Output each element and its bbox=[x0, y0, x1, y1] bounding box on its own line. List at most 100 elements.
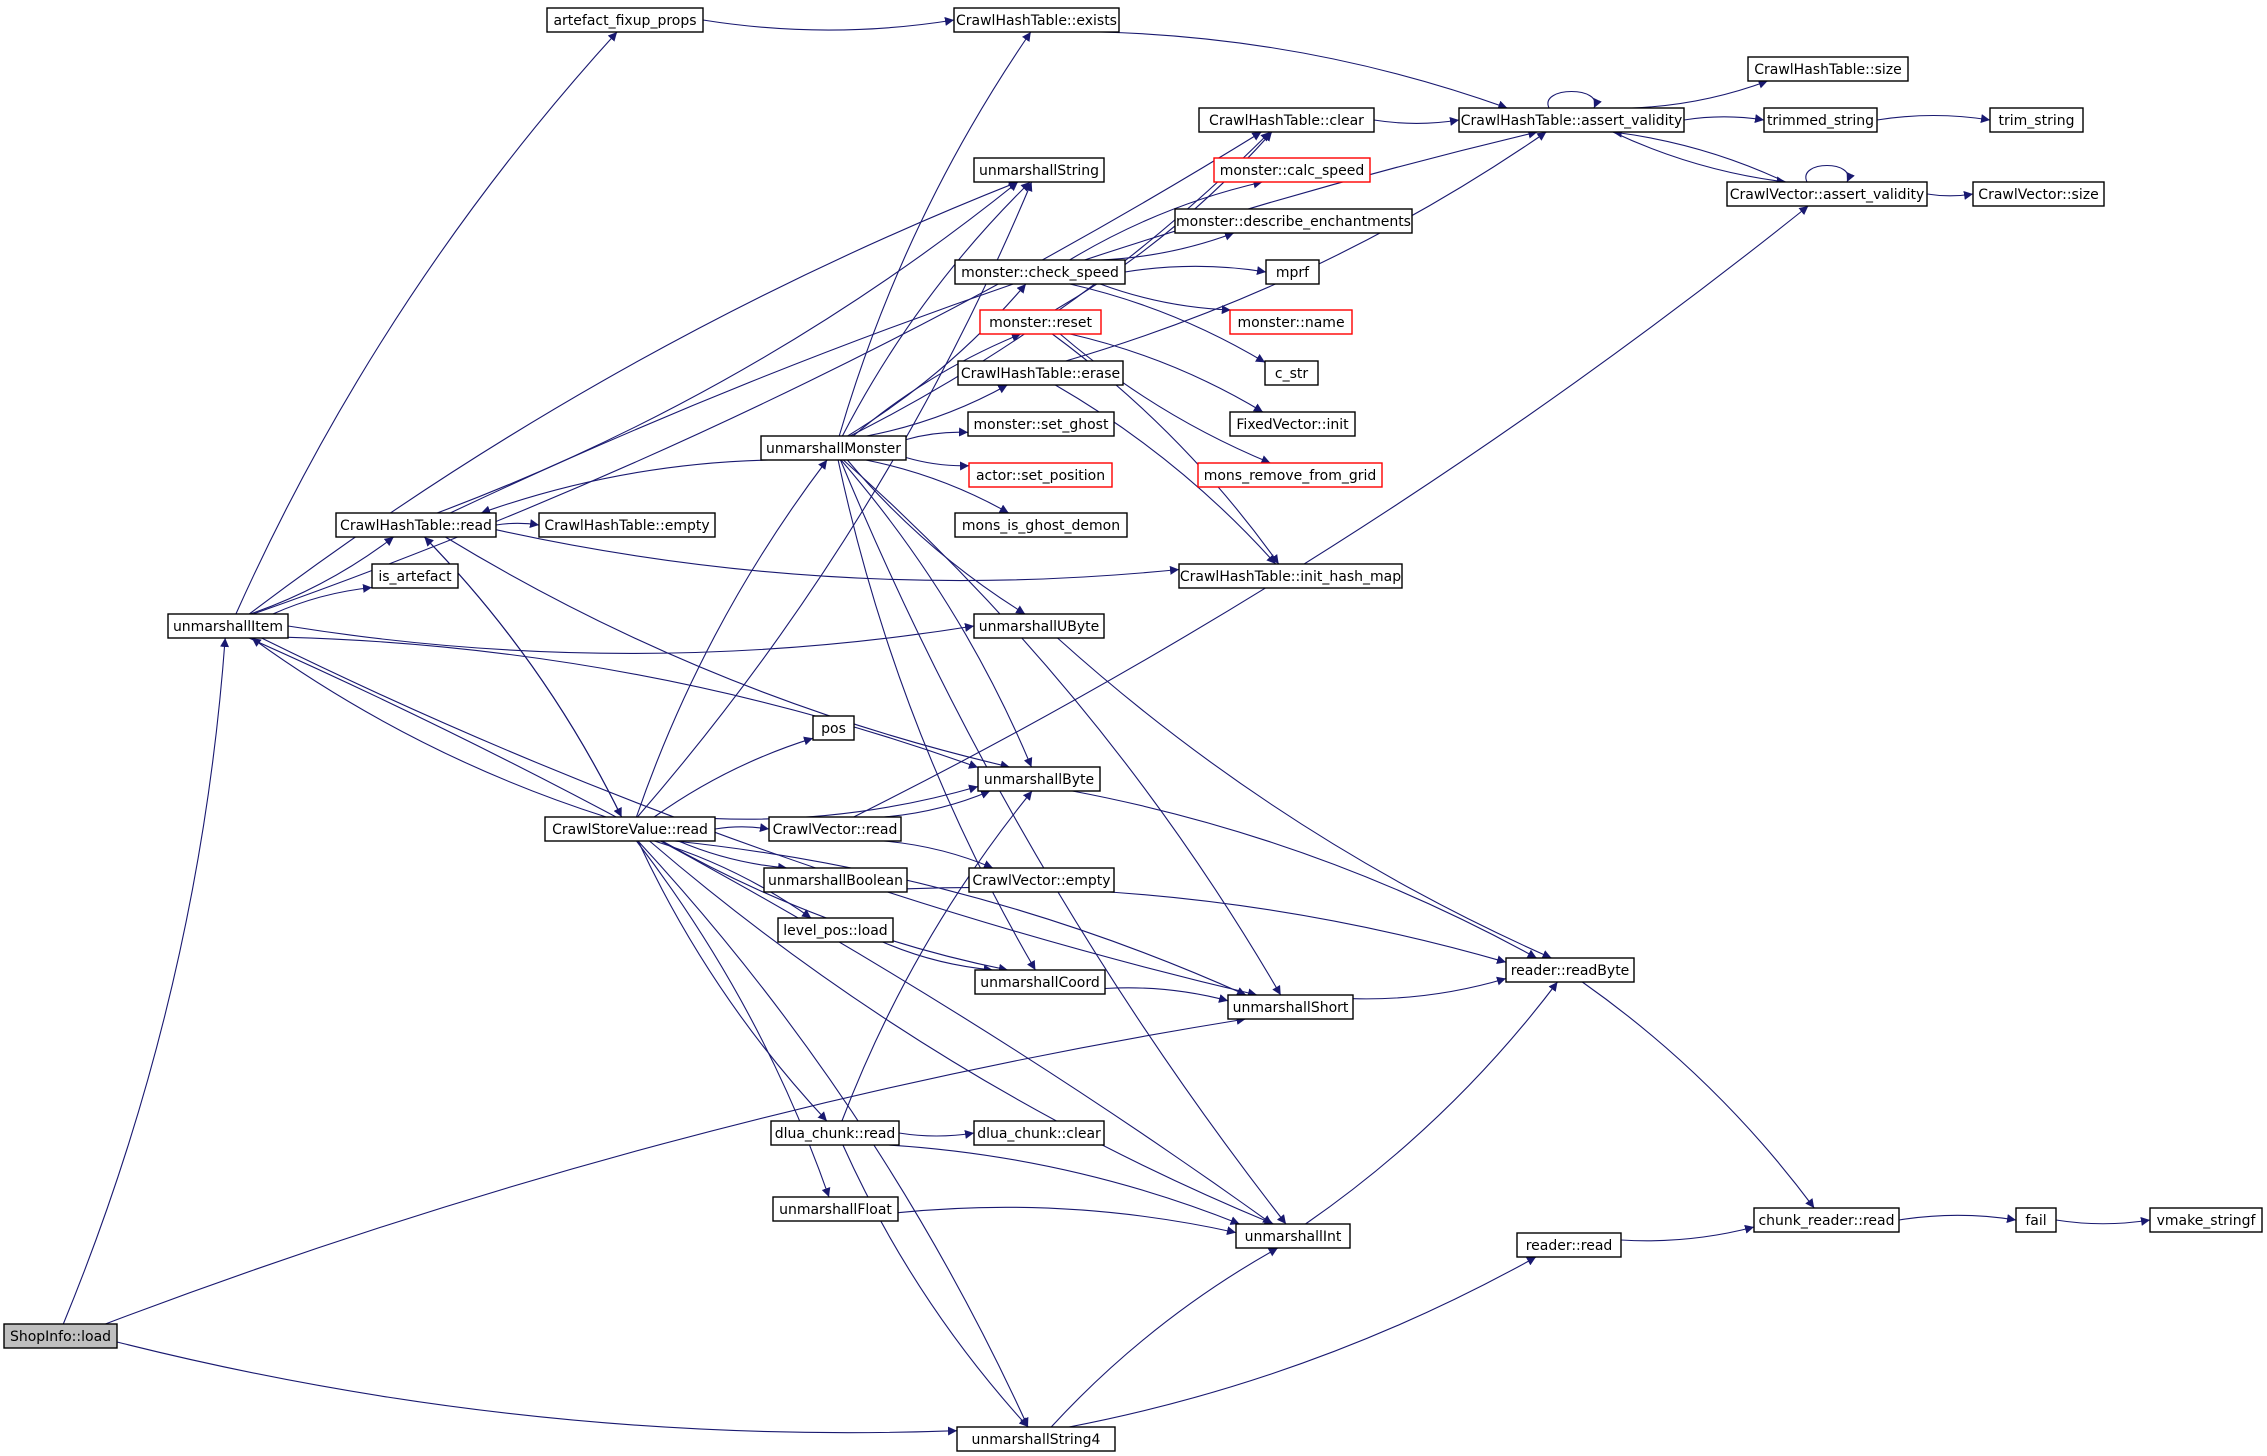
node-box[interactable] bbox=[977, 766, 1101, 792]
node-chunk-reader-read[interactable]: chunk_reader::read bbox=[1753, 1207, 1900, 1233]
node-box[interactable] bbox=[973, 613, 1105, 639]
node-box[interactable] bbox=[967, 411, 1115, 437]
node-box[interactable] bbox=[953, 7, 1120, 33]
node-artefact-fixup-props[interactable]: artefact_fixup_props bbox=[546, 7, 704, 33]
node-box[interactable] bbox=[544, 816, 716, 842]
node-unmarshallString4[interactable]: unmarshallString4 bbox=[956, 1426, 1116, 1452]
node-unmarshallFloat[interactable]: unmarshallFloat bbox=[772, 1196, 899, 1222]
node-dlua-chunk-clear[interactable]: dlua_chunk::clear bbox=[973, 1120, 1105, 1146]
node-unmarshallMonster[interactable]: unmarshallMonster bbox=[760, 435, 907, 461]
node-monster-describe-enchantments[interactable]: monster::describe_enchantments bbox=[1174, 208, 1413, 234]
node-monster-reset[interactable]: monster::reset bbox=[979, 309, 1102, 335]
node-unmarshallItem[interactable]: unmarshallItem bbox=[167, 613, 289, 639]
node-mons-is-ghost-demon[interactable]: mons_is_ghost_demon bbox=[954, 512, 1128, 538]
node-mprf[interactable]: mprf bbox=[1265, 259, 1320, 285]
node-monster-calc-speed[interactable]: monster::calc_speed bbox=[1213, 157, 1371, 183]
node-level-pos-load[interactable]: level_pos::load bbox=[777, 917, 894, 943]
node-box[interactable] bbox=[954, 512, 1128, 538]
node-box[interactable] bbox=[1505, 957, 1635, 983]
node-box[interactable] bbox=[167, 613, 289, 639]
node-box[interactable] bbox=[812, 715, 855, 741]
node-box[interactable] bbox=[538, 512, 716, 538]
node-csv-read[interactable]: CrawlStoreValue::read bbox=[544, 816, 716, 842]
node-box[interactable] bbox=[968, 867, 1115, 893]
node-reader-readByte[interactable]: reader::readByte bbox=[1505, 957, 1635, 983]
node-box[interactable] bbox=[1265, 259, 1320, 285]
node-box[interactable] bbox=[1178, 563, 1403, 589]
node-is-artefact[interactable]: is_artefact bbox=[371, 563, 459, 589]
node-box[interactable] bbox=[777, 917, 894, 943]
node-box[interactable] bbox=[335, 512, 497, 538]
node-cv-assert-validity[interactable]: CrawlVector::assert_validity bbox=[1726, 181, 1928, 207]
node-cv-read[interactable]: CrawlVector::read bbox=[768, 816, 902, 842]
node-box[interactable] bbox=[1753, 1207, 1900, 1233]
node-box[interactable] bbox=[1213, 157, 1371, 183]
node-box[interactable] bbox=[3, 1323, 118, 1349]
node-box[interactable] bbox=[979, 309, 1102, 335]
node-box[interactable] bbox=[1198, 107, 1375, 133]
node-cv-empty[interactable]: CrawlVector::empty bbox=[968, 867, 1115, 893]
node-cht-exists[interactable]: CrawlHashTable::exists bbox=[953, 7, 1120, 33]
node-box[interactable] bbox=[968, 462, 1113, 488]
node-fixedvector-init[interactable]: FixedVector::init bbox=[1229, 411, 1356, 437]
node-cht-assert-validity[interactable]: CrawlHashTable::assert_validity bbox=[1458, 107, 1685, 133]
node-box[interactable] bbox=[1989, 107, 2084, 133]
node-unmarshallBoolean[interactable]: unmarshallBoolean bbox=[763, 867, 908, 893]
node-unmarshallUByte[interactable]: unmarshallUByte bbox=[973, 613, 1105, 639]
node-shopinfo-load[interactable]: ShopInfo::load bbox=[3, 1323, 118, 1349]
node-unmarshallShort[interactable]: unmarshallShort bbox=[1227, 994, 1354, 1020]
node-box[interactable] bbox=[2015, 1207, 2057, 1233]
node-trimmed-string[interactable]: trimmed_string bbox=[1763, 107, 1878, 133]
node-box[interactable] bbox=[1747, 56, 1909, 82]
node-dlua-chunk-read[interactable]: dlua_chunk::read bbox=[770, 1120, 900, 1146]
node-box[interactable] bbox=[768, 816, 902, 842]
node-box[interactable] bbox=[1458, 107, 1685, 133]
node-box[interactable] bbox=[760, 435, 907, 461]
node-c-str[interactable]: c_str bbox=[1264, 360, 1319, 386]
node-box[interactable] bbox=[546, 7, 704, 33]
node-box[interactable] bbox=[1174, 208, 1413, 234]
node-cht-init-hash-map[interactable]: CrawlHashTable::init_hash_map bbox=[1178, 563, 1403, 589]
node-box[interactable] bbox=[1229, 411, 1356, 437]
node-box[interactable] bbox=[974, 969, 1106, 995]
node-mons-remove-from-grid[interactable]: mons_remove_from_grid bbox=[1197, 462, 1383, 488]
node-unmarshallByte[interactable]: unmarshallByte bbox=[977, 766, 1101, 792]
node-box[interactable] bbox=[1763, 107, 1878, 133]
node-unmarshallInt[interactable]: unmarshallInt bbox=[1235, 1223, 1351, 1249]
node-monster-set-ghost[interactable]: monster::set_ghost bbox=[967, 411, 1115, 437]
node-cv-size[interactable]: CrawlVector::size bbox=[1972, 181, 2105, 207]
node-pos[interactable]: pos bbox=[812, 715, 855, 741]
node-box[interactable] bbox=[2149, 1207, 2263, 1233]
node-cht-read[interactable]: CrawlHashTable::read bbox=[335, 512, 497, 538]
node-box[interactable] bbox=[973, 1120, 1105, 1146]
node-unmarshallString[interactable]: unmarshallString bbox=[973, 157, 1105, 183]
node-cht-erase[interactable]: CrawlHashTable::erase bbox=[957, 360, 1124, 386]
node-box[interactable] bbox=[763, 867, 908, 893]
node-box[interactable] bbox=[954, 259, 1126, 285]
node-box[interactable] bbox=[957, 360, 1124, 386]
node-box[interactable] bbox=[1235, 1223, 1351, 1249]
node-trim-string[interactable]: trim_string bbox=[1989, 107, 2084, 133]
node-box[interactable] bbox=[1197, 462, 1383, 488]
node-box[interactable] bbox=[1229, 309, 1353, 335]
node-box[interactable] bbox=[1264, 360, 1319, 386]
node-monster-check-speed[interactable]: monster::check_speed bbox=[954, 259, 1126, 285]
node-cht-clear[interactable]: CrawlHashTable::clear bbox=[1198, 107, 1375, 133]
node-box[interactable] bbox=[1516, 1232, 1622, 1258]
node-box[interactable] bbox=[770, 1120, 900, 1146]
node-vmake-stringf[interactable]: vmake_stringf bbox=[2149, 1207, 2263, 1233]
node-actor-set-position[interactable]: actor::set_position bbox=[968, 462, 1113, 488]
node-monster-name[interactable]: monster::name bbox=[1229, 309, 1353, 335]
node-reader-read[interactable]: reader::read bbox=[1516, 1232, 1622, 1258]
node-box[interactable] bbox=[371, 563, 459, 589]
node-box[interactable] bbox=[1227, 994, 1354, 1020]
node-box[interactable] bbox=[1972, 181, 2105, 207]
node-box[interactable] bbox=[973, 157, 1105, 183]
node-box[interactable] bbox=[772, 1196, 899, 1222]
node-box[interactable] bbox=[1726, 181, 1928, 207]
node-cht-size[interactable]: CrawlHashTable::size bbox=[1747, 56, 1909, 82]
node-box[interactable] bbox=[956, 1426, 1116, 1452]
node-fail[interactable]: fail bbox=[2015, 1207, 2057, 1233]
node-unmarshallCoord[interactable]: unmarshallCoord bbox=[974, 969, 1106, 995]
node-cht-empty[interactable]: CrawlHashTable::empty bbox=[538, 512, 716, 538]
